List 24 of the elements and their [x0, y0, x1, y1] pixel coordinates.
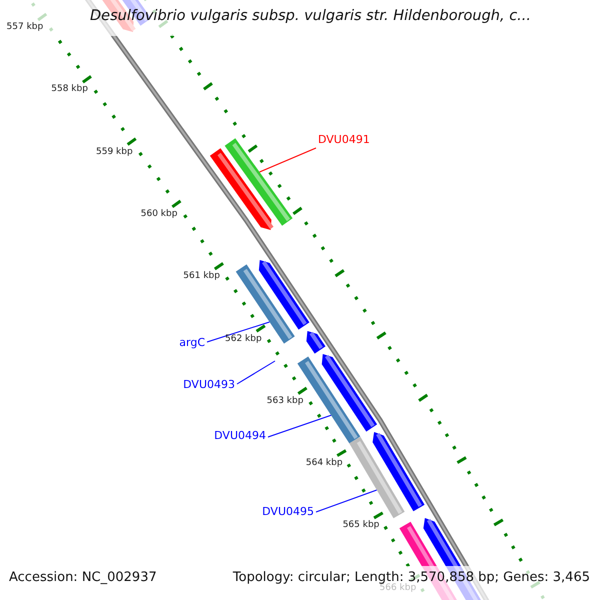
tick-label: 565 kbp: [342, 520, 380, 532]
tick-label: 557 kbp: [6, 22, 44, 33]
leader-line: [206, 322, 270, 342]
gene-label: argC: [179, 336, 205, 350]
gene-label: DVU0493: [183, 378, 235, 392]
gene-label: DVU0491: [318, 133, 370, 146]
gene-bar: [224, 138, 293, 226]
genome-info-text: Topology: circular; Length: 3,570,858 bp; Genes: 3,465: [232, 570, 590, 585]
leader-line: [236, 360, 276, 384]
gene-bar: [349, 436, 405, 518]
gene-label: DVU0495: [262, 505, 314, 518]
tick-label: 563 kbp: [266, 396, 304, 407]
gene-label: DVU0494: [214, 429, 266, 442]
tick-label: 564 kbp: [306, 458, 343, 469]
tick-label: 558 kbp: [51, 84, 88, 96]
leader-line: [259, 148, 316, 172]
tick-label: 559 kbp: [96, 146, 133, 158]
leader-line: [268, 414, 332, 438]
tick-label: 562 kbp: [225, 334, 262, 344]
tick-label: 560 kbp: [140, 208, 178, 220]
title: Desulfovibrio vulgaris subsp. vulgaris str. Hildenborough, c...: [90, 8, 532, 26]
tick-label: 566 kbp: [380, 582, 416, 594]
accession-text: Accession: NC_002937: [9, 570, 157, 586]
tick-label: 561 kbp: [183, 271, 220, 282]
